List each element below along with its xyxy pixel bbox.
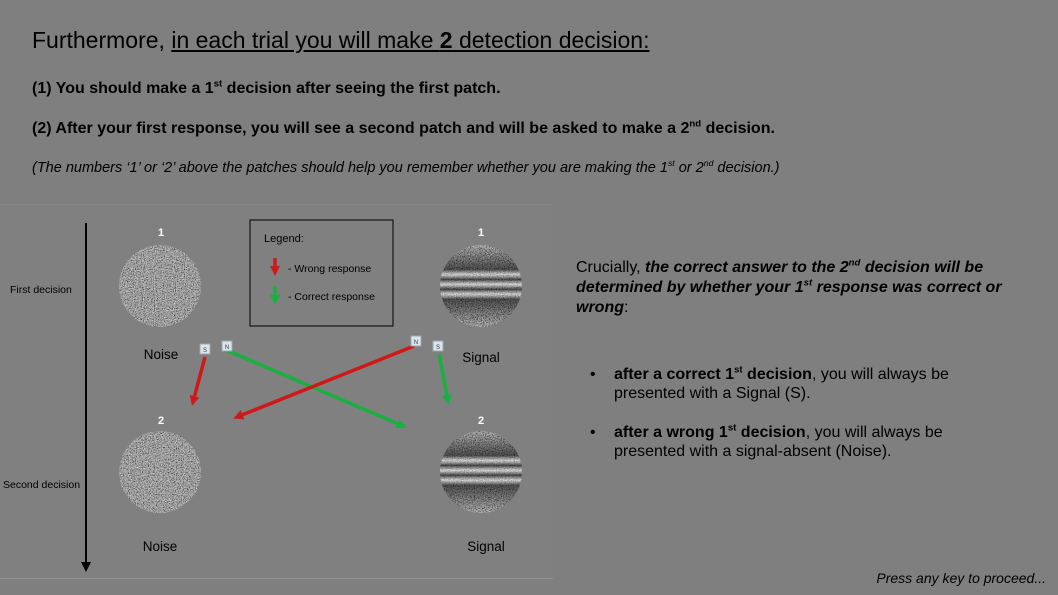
rule-bold: after a wrong 1: [614, 424, 728, 441]
legend-wrong-label: - Wrong response: [288, 263, 371, 275]
signal-label-first: Signal: [462, 350, 500, 365]
patch-number-2-left: 2: [158, 415, 164, 427]
crucially-tail: :: [624, 299, 629, 316]
noise-patch-first: [119, 245, 201, 327]
patch-number-2-right: 2: [478, 415, 484, 427]
note-text: decision.): [713, 160, 780, 176]
legend-correct-label: - Correct response: [288, 291, 375, 303]
rule-sup: st: [734, 364, 743, 376]
wrong-arrow-signal: [233, 344, 415, 420]
crucially-bold: the correct answer to the 2: [645, 259, 849, 276]
title-number: 2: [439, 27, 453, 53]
rule-bold: decision: [742, 366, 812, 383]
rule-sup: st: [727, 422, 737, 434]
noise-label-first: Noise: [144, 347, 179, 362]
crucially-lead: Crucially,: [576, 259, 646, 276]
rules-list: •after a correct 1st decision, you will …: [590, 365, 1010, 481]
crucially-sup: nd: [848, 257, 861, 269]
wrong-arrow-noise: [189, 356, 207, 406]
noise-patch-second: [119, 431, 201, 513]
note-sup: nd: [703, 158, 714, 169]
correct-arrow-noise: [225, 348, 407, 429]
rule-correct: • after a correct 1st decision, you will …: [590, 365, 1010, 403]
first-decision-label: First decision: [10, 284, 72, 296]
crucially-paragraph: Crucially, the correct answer to the 2nd…: [576, 258, 1036, 318]
note-text: or 2: [674, 160, 704, 176]
title-underlined: in each trial you will make 2 detection …: [171, 27, 649, 53]
decision-figure: First decision Second decision 1 1 2 2 N…: [0, 204, 553, 579]
key-n-label: N: [414, 340, 418, 346]
patch-number-1-right: 1: [478, 227, 484, 239]
title-lead: Furthermore,: [32, 27, 172, 53]
point-text: decision.: [701, 120, 775, 137]
point-text: (1) You should make a 1: [32, 80, 214, 97]
rule-bold: decision: [736, 424, 806, 441]
second-decision-label: Second decision: [3, 479, 80, 491]
signal-patch-first: [440, 245, 522, 327]
key-s-label: S: [436, 345, 440, 351]
key-s-noise: S: [199, 343, 211, 355]
decision-diagram: First decision Second decision 1 1 2 2 N…: [3, 219, 522, 572]
signal-patch-second: [440, 431, 522, 513]
press-any-key-prompt[interactable]: Press any key to proceed...: [876, 570, 1046, 586]
crucially-bold: decision will be determined by whether y…: [576, 259, 984, 296]
point-second-decision: (2) After your first response, you will …: [32, 118, 775, 138]
point-text: decision after seeing the first patch.: [222, 80, 501, 97]
crucially-sup: st: [803, 277, 813, 289]
rule-text: , you will always be presented with a si…: [614, 424, 943, 460]
rule-bold: after a correct 1: [614, 366, 735, 383]
point-sup: nd: [689, 118, 702, 130]
noise-label-second: Noise: [143, 539, 178, 554]
point-text: (2) After your first response, you will …: [32, 120, 690, 137]
rule-wrong: • after a wrong 1st decision, you will al…: [590, 423, 1010, 461]
point-first-decision: (1) You should make a 1st decision after…: [32, 78, 501, 98]
legend: Legend: - Wrong response - Correct respo…: [249, 219, 394, 327]
key-n-signal: N: [410, 335, 422, 347]
title-part1: in each trial you will make: [171, 27, 440, 53]
signal-label-second: Signal: [467, 539, 505, 554]
point-sup: st: [213, 78, 223, 90]
crucially-bold: response was correct or wrong: [576, 279, 1002, 316]
note-text: (The numbers ‘1’ or ‘2’ above the patche…: [32, 160, 668, 176]
correct-arrow-signal: [437, 353, 452, 405]
rule-text: , you will always be presented with a Si…: [614, 366, 949, 402]
patch-number-1-left: 1: [158, 227, 164, 239]
numbers-note: (The numbers ‘1’ or ‘2’ above the patche…: [32, 158, 780, 176]
bullet-dot: •: [590, 424, 596, 441]
note-sup: st: [667, 158, 675, 169]
key-s-label: S: [203, 348, 207, 354]
key-n-label: N: [225, 345, 229, 351]
key-n-noise: N: [221, 340, 233, 352]
legend-title: Legend:: [264, 233, 304, 245]
key-s-signal: S: [432, 340, 444, 352]
bullet-dot: •: [590, 366, 596, 383]
page-title: Furthermore, in each trial you will make…: [32, 27, 649, 54]
title-part2: detection decision:: [452, 27, 650, 53]
